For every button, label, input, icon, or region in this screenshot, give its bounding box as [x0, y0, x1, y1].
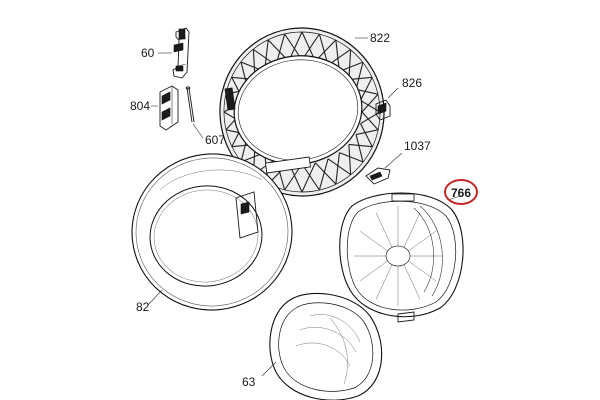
lattice-strut: [361, 93, 379, 113]
label-804: 804: [130, 99, 150, 113]
part-63-door-glass: [269, 292, 383, 400]
part-60-handle: [172, 27, 190, 79]
leader-63: [261, 361, 277, 377]
leader-82: [147, 289, 163, 306]
lattice-strut: [360, 99, 381, 113]
part-82-outer-ring: [131, 153, 293, 311]
bowl-ray: [403, 212, 421, 248]
bowl-ray: [403, 264, 421, 300]
lattice-strut: [360, 123, 373, 147]
bowl-ray: [375, 212, 393, 248]
lattice-strut: [355, 61, 364, 90]
part-1037-latch: [365, 167, 391, 185]
bowl-ray: [359, 260, 388, 282]
bowl-ray: [375, 264, 393, 300]
part-804-hinge: [159, 85, 179, 131]
lattice-strut: [335, 152, 340, 185]
lattice-strut: [318, 158, 329, 191]
label-82: 82: [136, 300, 150, 314]
leader-607: [192, 123, 204, 139]
part-607-pin: [185, 86, 195, 123]
lattice-strut: [348, 143, 373, 148]
bowl-ray: [408, 260, 437, 282]
lattice-strut: [355, 88, 379, 95]
lattice-strut: [339, 152, 364, 163]
label-826: 826: [402, 76, 422, 90]
leader-766: [447, 195, 461, 201]
lattice-strut: [301, 163, 320, 191]
lattice-strut: [301, 162, 316, 193]
leader-1037: [384, 152, 403, 169]
bowl-ray: [359, 230, 388, 252]
lattice-strut: [314, 162, 337, 185]
lattice-strut: [361, 111, 379, 131]
highlight-circle: [444, 179, 478, 205]
lattice-strut: [360, 111, 381, 125]
part-766-glass-bowl: [339, 192, 464, 323]
lattice-strut: [355, 129, 379, 136]
bowl-radial-lines: [354, 206, 442, 306]
part-822-door-frame: [219, 27, 385, 197]
bowl-ray: [408, 230, 437, 252]
label-607: 607: [205, 133, 225, 147]
label-766: 766: [451, 186, 471, 200]
lattice-strut: [348, 144, 352, 175]
leader-826: [387, 87, 399, 99]
lattice-strut: [360, 77, 373, 101]
label-60: 60: [141, 46, 155, 60]
label-1037: 1037: [404, 139, 431, 153]
label-822: 822: [370, 31, 390, 45]
label-63: 63: [242, 375, 256, 389]
part-826-clip: [375, 99, 391, 121]
lattice-strut: [355, 134, 364, 163]
lattice-strut: [327, 158, 351, 175]
